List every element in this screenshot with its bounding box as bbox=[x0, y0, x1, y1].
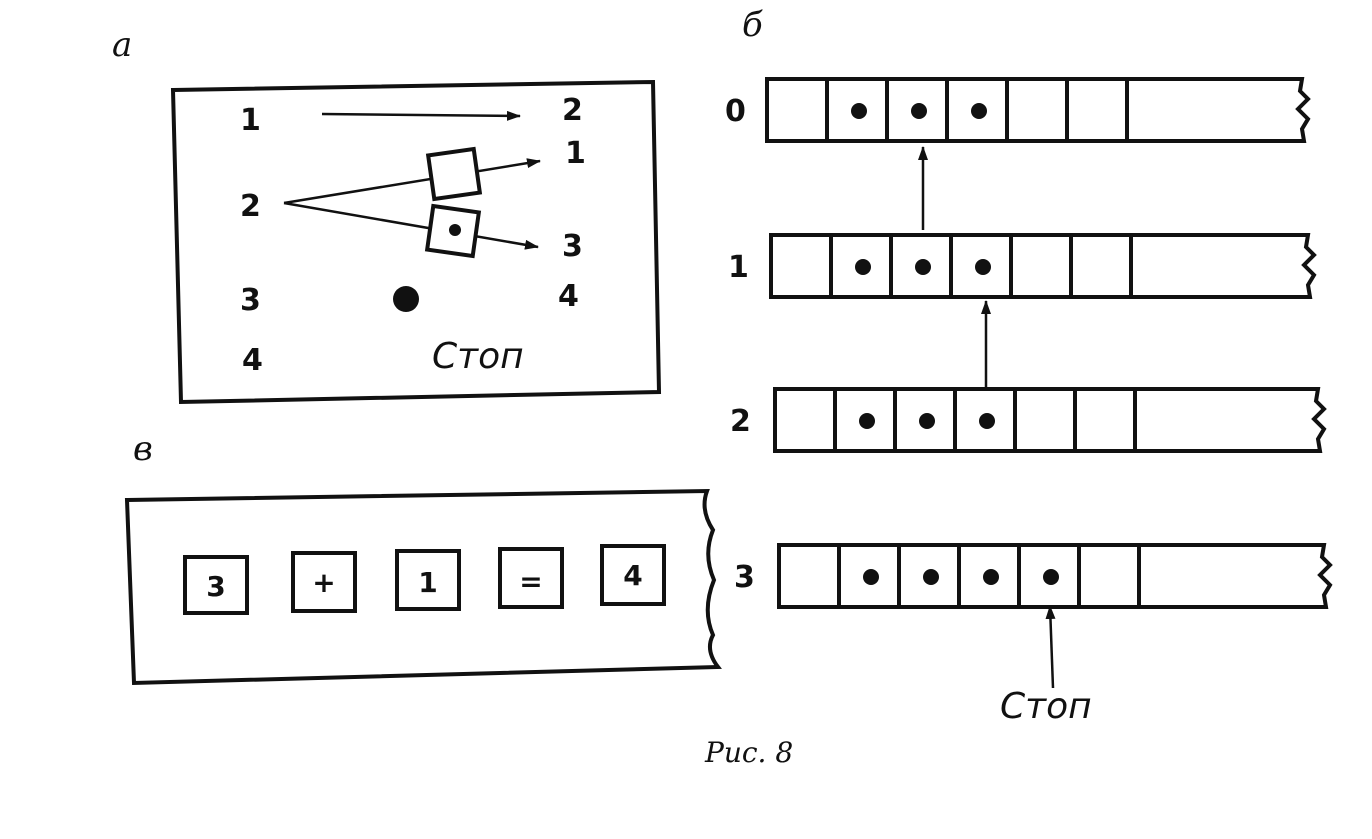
cell-dot bbox=[979, 413, 995, 429]
tape-outline bbox=[765, 77, 1311, 143]
panel-v-label: в bbox=[133, 429, 153, 469]
cell-dot bbox=[915, 259, 931, 275]
panel-v-frame bbox=[124, 488, 722, 686]
tape-outline bbox=[773, 387, 1327, 453]
key-plus: + bbox=[291, 551, 357, 613]
arrow-2-to-3 bbox=[283, 201, 539, 250]
panel-b-label: б bbox=[742, 5, 763, 45]
cell-dot bbox=[855, 259, 871, 275]
arrow-2-to-1 bbox=[283, 158, 541, 205]
current-position-dot bbox=[393, 286, 419, 312]
key-3: 3 bbox=[183, 555, 249, 615]
cell-dot bbox=[859, 413, 875, 429]
tape-outline bbox=[769, 233, 1317, 299]
cell-dot bbox=[919, 413, 935, 429]
panel-v: 3 + 1 = 4 bbox=[124, 488, 722, 686]
cell-dot bbox=[923, 569, 939, 585]
tape-label: 2 bbox=[730, 404, 751, 439]
cell-dot bbox=[971, 103, 987, 119]
key-1-label: 1 bbox=[418, 566, 437, 599]
key-3-label: 3 bbox=[206, 570, 225, 603]
panel-a-frame bbox=[170, 79, 662, 405]
cell-dot bbox=[851, 103, 867, 119]
figure-caption: Рис. 8 bbox=[704, 736, 793, 769]
tape-row-2: 2 bbox=[730, 387, 1327, 453]
key-equals-label: = bbox=[519, 565, 542, 598]
stop-label-b: Стоп bbox=[1000, 686, 1092, 727]
arrow-1-to-2 bbox=[321, 110, 521, 121]
cell-dot bbox=[863, 569, 879, 585]
stop-label-a: Стоп bbox=[432, 336, 524, 377]
key-equals: = bbox=[498, 547, 564, 609]
right-number-4: 4 bbox=[558, 279, 579, 314]
right-number-1: 1 bbox=[565, 136, 586, 171]
key-plus-label: + bbox=[312, 566, 335, 599]
stop-arrow bbox=[1045, 605, 1056, 689]
empty-cell-box bbox=[425, 146, 483, 202]
panel-a: 1 2 3 4 2 1 3 4 Стоп bbox=[170, 79, 662, 405]
tape-row-0: 0 bbox=[725, 77, 1311, 143]
panel-a-label: а bbox=[112, 25, 132, 65]
left-number-4: 4 bbox=[242, 343, 263, 378]
key-4: 4 bbox=[600, 544, 666, 606]
left-number-3: 3 bbox=[240, 283, 261, 318]
right-number-2: 2 bbox=[562, 93, 583, 128]
tape-row-1: 1 bbox=[728, 233, 1317, 299]
left-number-2: 2 bbox=[240, 189, 261, 224]
cell-dot bbox=[1043, 569, 1059, 585]
tape-row-3: 3 bbox=[734, 543, 1333, 609]
cell-dot bbox=[975, 259, 991, 275]
panel-b: 0 1 2 3 bbox=[725, 77, 1333, 609]
dot-cell-marker bbox=[449, 224, 461, 236]
cell-dot bbox=[983, 569, 999, 585]
left-number-1: 1 bbox=[240, 103, 261, 138]
key-1: 1 bbox=[395, 549, 461, 611]
tape-label: 1 bbox=[728, 250, 749, 285]
right-number-3: 3 bbox=[562, 229, 583, 264]
tape-label: 3 bbox=[734, 560, 755, 595]
tape-label: 0 bbox=[725, 94, 746, 129]
key-4-label: 4 bbox=[623, 559, 642, 592]
cell-dot bbox=[911, 103, 927, 119]
